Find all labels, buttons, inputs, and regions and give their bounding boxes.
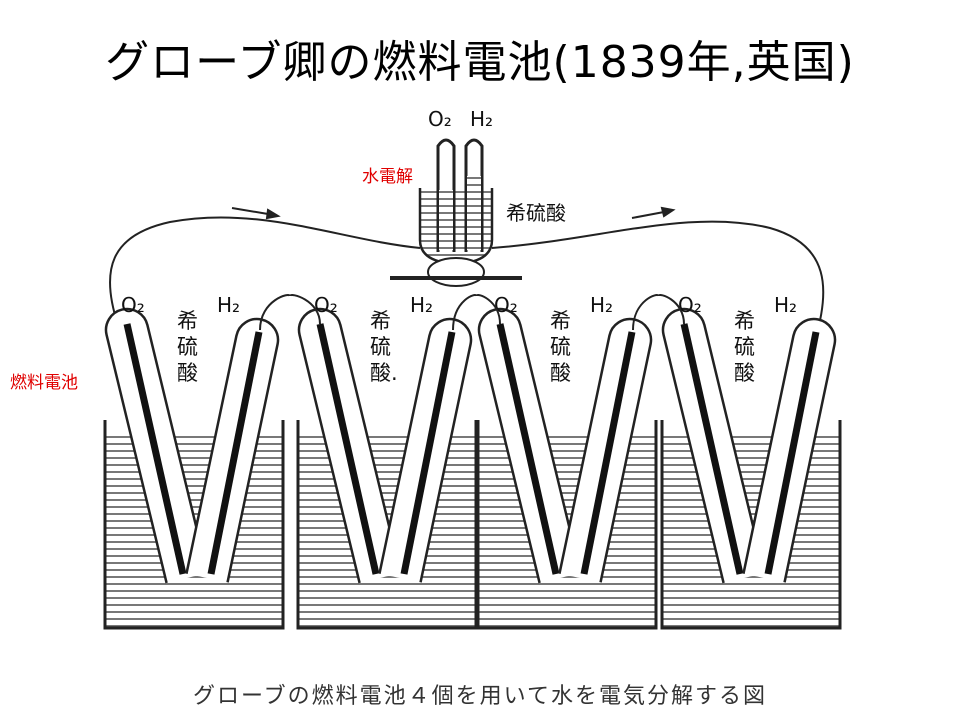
o2-label: O₂ (678, 293, 702, 317)
current-arrow-right (631, 206, 676, 219)
electrolysis-o2-label: O₂ (428, 107, 452, 131)
fuel-cell-annotation: 燃料電池 (10, 373, 78, 393)
h2-label: H₂ (217, 293, 240, 317)
beaker (660, 420, 842, 630)
o2-label: O₂ (121, 293, 145, 317)
o2-electrode (680, 323, 744, 575)
beaker (296, 420, 478, 630)
acid-label: 酸. (370, 361, 398, 385)
acid-label: 希 (734, 309, 755, 333)
h2-electrode (207, 331, 263, 575)
o2-label: O₂ (314, 293, 338, 317)
o2-electrode (496, 323, 560, 575)
acid-label: 酸 (177, 361, 198, 385)
o2-electrode (123, 323, 187, 575)
fuel-cell-1: O₂ H₂ 希硫酸 (103, 293, 285, 630)
acid-label: 硫 (370, 335, 391, 359)
acid-label: 硫 (550, 335, 571, 359)
connection-wire-3 (632, 294, 685, 331)
acid-label: 硫 (177, 335, 198, 359)
h2-label: H₂ (590, 293, 613, 317)
wire-right (491, 220, 825, 341)
connection-wire-2 (452, 294, 501, 331)
acid-label: 酸 (734, 361, 755, 385)
fuel-cell-2: O₂ H₂ 希硫酸. (296, 293, 478, 630)
page-title: グローブ卿の燃料電池(1839年,英国) (105, 37, 855, 88)
o2-label: O₂ (494, 293, 518, 317)
fuel-cell-3: O₂ H₂ 希硫酸 (476, 293, 658, 630)
acid-label: 硫 (734, 335, 755, 359)
electrolysis-annotation: 水電解 (362, 167, 413, 187)
acid-label: 酸 (550, 361, 571, 385)
beaker (476, 420, 658, 630)
h2-label: H₂ (410, 293, 433, 317)
fuel-cell-4: O₂ H₂ 希硫酸 (660, 293, 842, 630)
h2-electrode (580, 331, 636, 575)
connection-wire-1 (259, 294, 321, 331)
electrolysis-cell (390, 138, 522, 287)
electrolysis-acid-label: 希硫酸 (506, 201, 566, 225)
figure-caption: グローブの燃料電池４個を用いて水を電気分解する図 (192, 684, 768, 709)
h2-electrode (400, 331, 456, 575)
acid-label: 希 (370, 309, 391, 333)
electrolysis-h2-label: H₂ (470, 107, 493, 131)
o2-electrode (316, 323, 380, 575)
current-arrow-left (231, 207, 281, 220)
h2-label: H₂ (774, 293, 797, 317)
acid-label: 希 (177, 309, 198, 333)
beaker (103, 420, 285, 630)
acid-label: 希 (550, 309, 571, 333)
h2-electrode (764, 331, 820, 575)
wire-left (108, 216, 421, 326)
